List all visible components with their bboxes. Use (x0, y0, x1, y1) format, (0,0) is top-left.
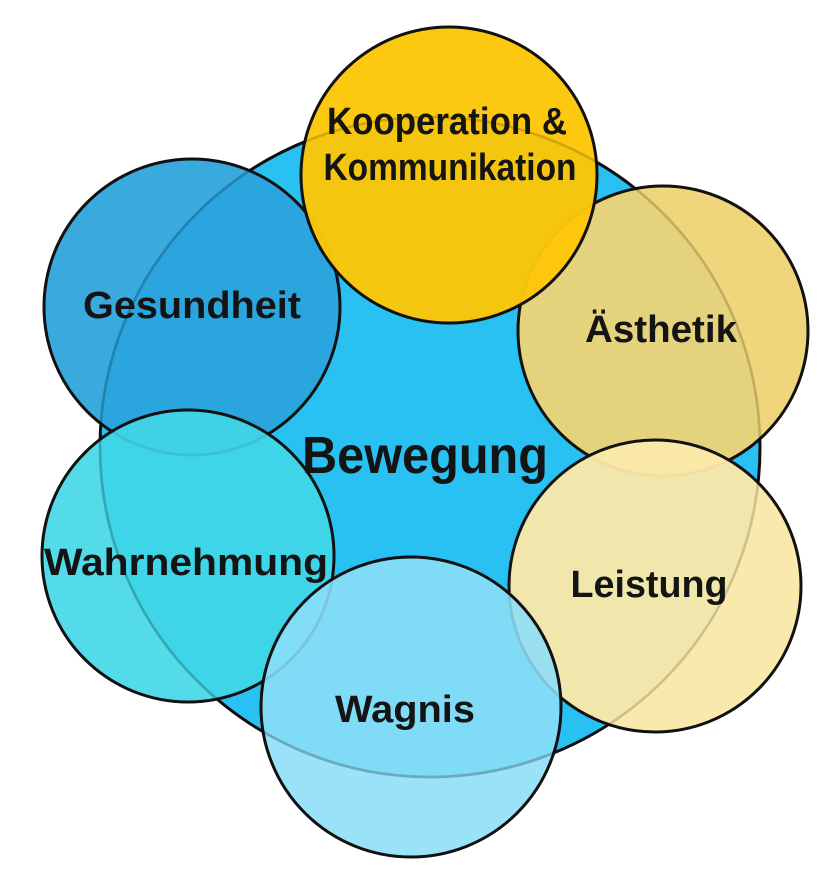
label-kooperation-line1: Kooperation & (327, 101, 567, 143)
label-bewegung: Bewegung (302, 427, 548, 485)
label-leistung: Leistung (571, 564, 728, 606)
label-wahrnehmung: Wahrnehmung (44, 542, 328, 584)
label-gesundheit: Gesundheit (83, 285, 301, 327)
satellite-circle-wahrnehmung (40, 408, 336, 704)
label-wagnis: Wagnis (335, 689, 475, 731)
label-kooperation-line2: Kommunikation (324, 147, 577, 189)
satellite-circle-leistung (507, 438, 803, 734)
satellite-circle-kooperation-kommunikation (299, 25, 599, 325)
label-aesthetik: Ästhetik (585, 308, 738, 351)
center-circle-ghost-outline (98, 115, 762, 779)
satellite-circle-wagnis (259, 555, 563, 859)
